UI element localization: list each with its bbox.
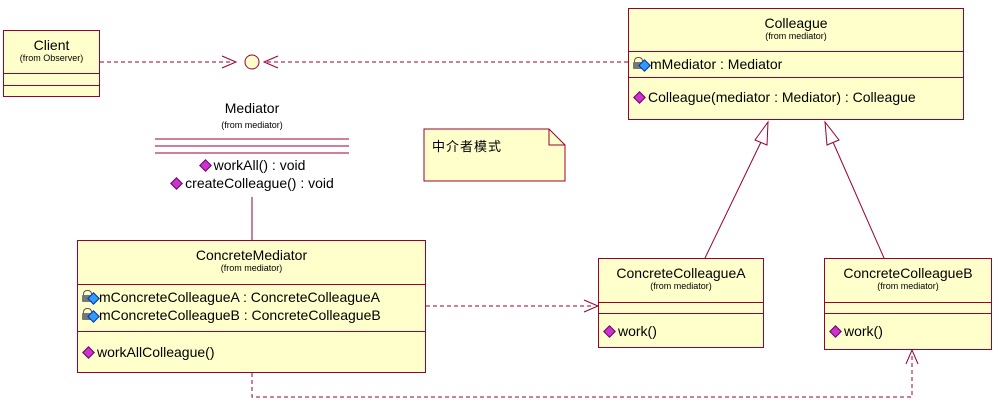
private-attribute-icon: [82, 290, 100, 305]
colleague-from: (from mediator): [765, 31, 827, 41]
concrete-mediator-attribute-label: mConcreteColleagueA : ConcreteColleagueA: [99, 289, 380, 305]
private-attribute-icon: [633, 57, 651, 72]
colleague-a-generalization-line: [704, 141, 762, 259]
concrete-colleague-a-operation-label: work(): [618, 323, 657, 339]
concrete-colleague-b-from: (from mediator): [877, 281, 939, 291]
client-class[interactable]: Client (from Observer): [3, 30, 100, 97]
concrete-mediator-operation: workAllColleague(): [82, 343, 421, 361]
colleague-attribute-label: mMediator : Mediator: [650, 56, 783, 72]
mediator-name: Mediator: [224, 100, 280, 116]
colleague-operation-label: Colleague(mediator : Mediator) : Colleag…: [648, 89, 916, 105]
private-attribute-icon: [82, 308, 100, 323]
mediator-operations: workAll() : void createColleague() : voi…: [155, 156, 349, 192]
concrete-colleague-a-attributes: [599, 303, 763, 314]
public-operation-icon: [633, 90, 646, 104]
colleague-b-generalization-line: [832, 141, 885, 259]
note[interactable]: 中介者模式: [424, 129, 565, 181]
concrete-mediator-from: (from mediator): [220, 263, 283, 273]
concrete-colleague-b-class[interactable]: ConcreteColleagueB (from mediator) work(…: [824, 258, 992, 350]
client-header: Client (from Observer): [4, 31, 99, 74]
client-dependency-arrowhead: [221, 55, 238, 69]
colleague-dependency-arrowhead: [262, 55, 279, 69]
concrete-mediator-operation-label: workAllColleague(): [97, 344, 215, 360]
public-operation-icon: [170, 176, 184, 190]
concrete-colleague-a-class[interactable]: ConcreteColleagueA (from mediator) work(…: [598, 258, 764, 348]
concrete-mediator-attribute-label: mConcreteColleagueB : ConcreteColleagueB: [99, 307, 381, 323]
note-fold: [548, 129, 565, 146]
colleague-attribute: mMediator : Mediator: [633, 55, 959, 73]
colleague-operation: Colleague(mediator : Mediator) : Colleag…: [633, 88, 959, 106]
concrete-colleague-b-header: ConcreteColleagueB (from mediator): [825, 259, 991, 303]
concrete-mediator-attribute: mConcreteColleagueA : ConcreteColleagueA: [82, 288, 421, 306]
mediator-operation: createColleague() : void: [155, 174, 349, 192]
concrete-mediator-operations: workAllColleague(): [78, 332, 425, 364]
concrete-mediator-attributes: mConcreteColleagueA : ConcreteColleagueA…: [78, 285, 425, 332]
client-operations: [4, 86, 99, 97]
concrete-colleague-a-from: (from mediator): [650, 281, 712, 291]
concrete-colleague-a-operation: work(): [603, 322, 759, 340]
public-operation-icon: [198, 158, 212, 172]
concrete-colleague-b-name: ConcreteColleagueB: [843, 265, 973, 281]
client-attributes: [4, 74, 99, 86]
concrete-mediator-attribute: mConcreteColleagueB : ConcreteColleagueB: [82, 306, 421, 324]
client-name: Client: [33, 37, 70, 53]
concrete-colleague-b-operations: work(): [825, 314, 991, 343]
colleague-class[interactable]: Colleague (from mediator) mMediator : Me…: [628, 8, 964, 120]
client-from: (from Observer): [19, 53, 84, 63]
mediator-to-b-arrowhead: [905, 348, 919, 365]
colleague-header: Colleague (from mediator): [629, 9, 963, 52]
concrete-colleague-a-operations: work(): [599, 314, 763, 343]
note-shape: [423, 128, 566, 182]
concrete-colleague-b-attributes: [825, 303, 991, 314]
note-text: 中介者模式: [432, 140, 503, 155]
concrete-mediator-header: ConcreteMediator (from mediator): [78, 241, 425, 285]
public-operation-icon: [829, 324, 842, 338]
concrete-mediator-name: ConcreteMediator: [195, 247, 308, 263]
concrete-colleague-a-name: ConcreteColleagueA: [616, 265, 746, 281]
concrete-colleague-b-operation: work(): [829, 322, 987, 340]
mediator-operation-label: createColleague() : void: [185, 175, 334, 191]
public-operation-icon: [82, 345, 95, 359]
concrete-mediator-class[interactable]: ConcreteMediator (from mediator) mConcre…: [77, 240, 426, 373]
mediator-interface[interactable]: Mediator (from mediator) workAll() : voi…: [155, 100, 349, 192]
concrete-colleague-b-operation-label: work(): [844, 323, 883, 339]
colleague-a-generalization-arrowhead: [754, 120, 769, 146]
mediator-operation: workAll() : void: [155, 156, 349, 174]
mediator-from: (from mediator): [221, 120, 283, 130]
mediator-interface-circle: [244, 54, 260, 70]
mediator-operation-label: workAll() : void: [213, 157, 306, 173]
public-operation-icon: [603, 324, 616, 338]
concrete-colleague-a-header: ConcreteColleagueA (from mediator): [599, 259, 763, 303]
colleague-attributes: mMediator : Mediator: [629, 52, 963, 78]
colleague-operations: Colleague(mediator : Mediator) : Colleag…: [629, 78, 963, 109]
colleague-b-generalization-arrowhead: [824, 120, 840, 146]
mediator-to-b-dependency-line: [251, 354, 913, 398]
colleague-name: Colleague: [764, 15, 828, 31]
